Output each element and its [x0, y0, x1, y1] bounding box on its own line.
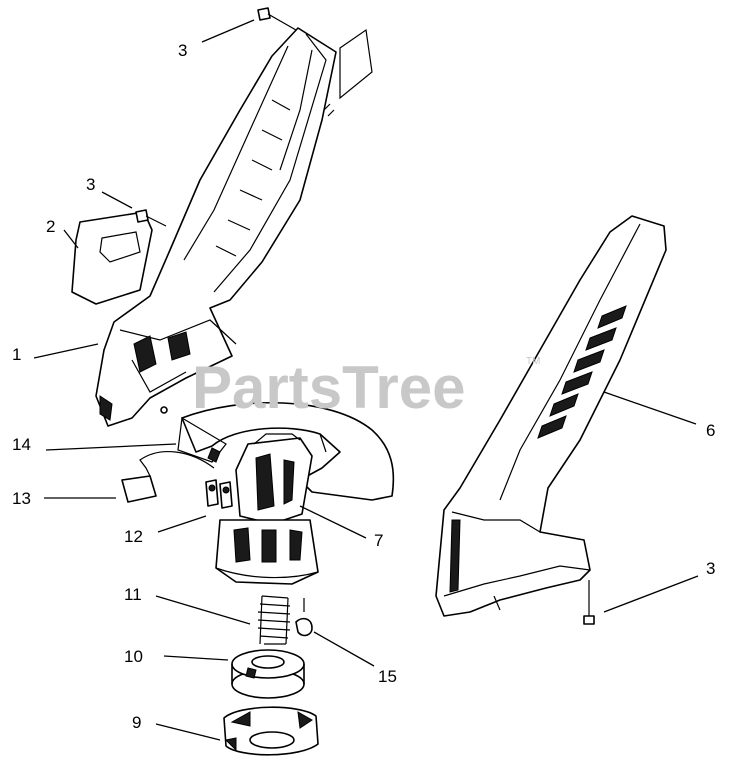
part-14-guard: [160, 401, 395, 501]
callout-3-right: 3: [706, 559, 715, 578]
part-11-spring: [257, 595, 291, 645]
part-9-cap: [223, 706, 319, 756]
callout-labels: 3 3 2 1 14 13 12 7 11 10 15 9 6 3: [12, 41, 715, 732]
callout-12: 12: [124, 527, 143, 546]
callout-3-middle: 3: [86, 175, 95, 194]
part-10-spool: [231, 649, 305, 699]
callout-10: 10: [124, 647, 143, 666]
part-7-motor: [235, 433, 313, 525]
callout-14: 14: [12, 435, 31, 454]
callout-6: 6: [706, 421, 715, 440]
callout-2: 2: [46, 217, 55, 236]
callout-15: 15: [378, 667, 397, 686]
part-12-terminals: [205, 479, 233, 509]
part-15-clip: [295, 598, 313, 637]
callout-3-top: 3: [178, 41, 187, 60]
part-13-connector: [121, 450, 215, 503]
callout-1: 1: [12, 345, 21, 364]
motor-base: [215, 519, 319, 585]
screw-3-right: [583, 580, 595, 625]
callout-9: 9: [132, 713, 141, 732]
part-1-housing: [95, 27, 373, 427]
leader-lines: [33, 19, 699, 741]
part-6-housing: [435, 215, 667, 617]
watermark-text: PartsTree: [192, 354, 466, 421]
part-2-label: [71, 211, 153, 305]
screw-3-top: [257, 7, 297, 31]
screw-3-middle: [135, 209, 167, 227]
callout-7: 7: [374, 531, 383, 550]
callout-13: 13: [12, 489, 31, 508]
watermark-tm: TM: [526, 356, 540, 367]
callout-11: 11: [124, 585, 142, 604]
